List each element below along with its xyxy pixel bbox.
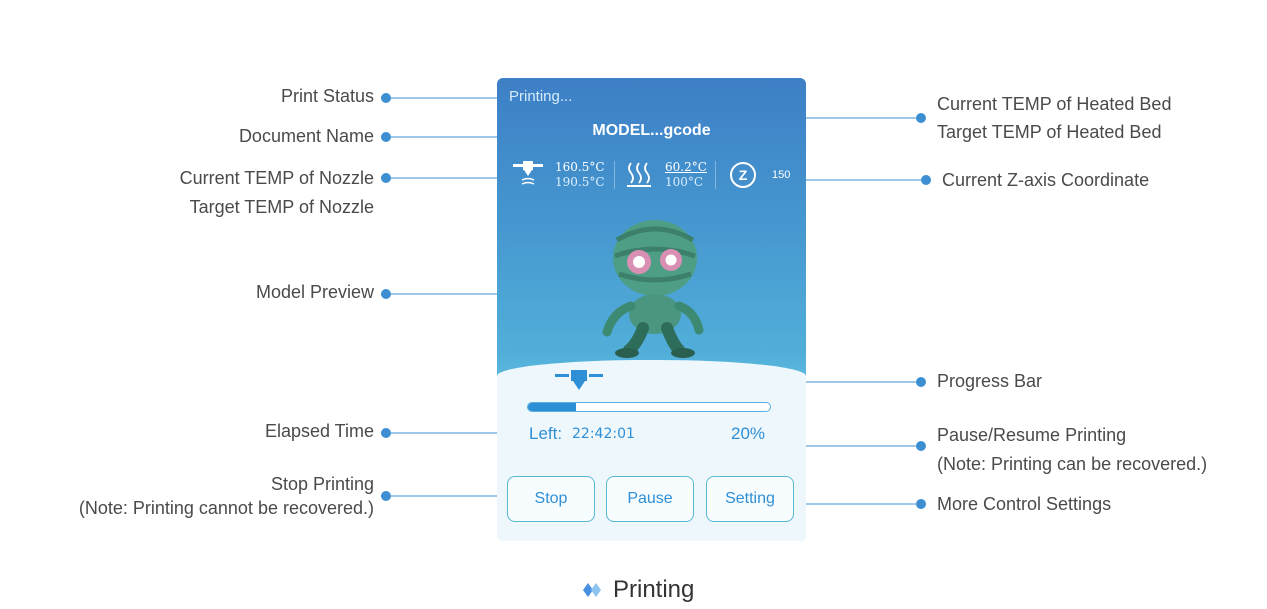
label-more-settings: More Control Settings [937, 494, 1112, 514]
nozzle-temps: 160.5°C 190.5°C [555, 160, 605, 190]
setting-button[interactable]: Setting [706, 476, 794, 522]
label-document-name: Document Name [238, 126, 374, 146]
time-left-value: 22:42:01 [572, 426, 635, 442]
label-bed-target: Target TEMP of Heated Bed [937, 122, 1162, 142]
heated-bed-icon [627, 162, 651, 187]
z-axis-icon: Z [730, 162, 756, 188]
label-bed-current: Current TEMP of Heated Bed [937, 94, 1172, 114]
label-stop-note: (Note: Printing cannot be recovered.) [78, 498, 374, 518]
divider [715, 161, 716, 189]
nozzle-target-temp: 190.5°C [555, 175, 605, 189]
label-stop-printing: Stop Printing [270, 474, 374, 494]
control-panel: Left: 22:42:01 20% Stop Pause Setting [497, 360, 806, 541]
label-print-status: Print Status [280, 86, 374, 106]
label-pause-note: (Note: Printing can be recovered.) [937, 454, 1208, 474]
bed-current-temp: 60.2°C [665, 160, 707, 174]
figure-caption: Printing [613, 576, 695, 603]
document-name: MODEL...gcode [592, 122, 711, 139]
label-z-axis: Current Z-axis Coordinate [942, 170, 1150, 190]
label-model-preview: Model Preview [255, 282, 374, 302]
printer-screen: Printing... MODEL...gcode 160.5°C 190.5°… [497, 78, 806, 541]
progress-fill [528, 403, 577, 411]
label-elapsed-time: Elapsed Time [264, 421, 374, 441]
nozzle-icon [513, 161, 543, 185]
model-preview-image [602, 220, 704, 358]
print-status: Printing... [509, 88, 573, 105]
z-axis-value: 150 [772, 169, 791, 181]
stop-button[interactable]: Stop [507, 476, 595, 522]
progress-nozzle-icon [555, 370, 603, 390]
label-progress-bar: Progress Bar [937, 371, 1043, 391]
bed-target-temp: 100°C [665, 175, 704, 189]
temperature-row: 160.5°C 190.5°C 60.2°C 100°C Z 150 [497, 158, 806, 194]
progress-percent: 20% [731, 424, 766, 443]
bed-temps: 60.2°C 100°C [665, 160, 707, 190]
diamond-icon [583, 583, 601, 597]
divider [614, 161, 615, 189]
svg-text:Z: Z [739, 167, 748, 183]
time-left-label: Left: [529, 424, 563, 443]
label-nozzle-target: Target TEMP of Nozzle [189, 197, 374, 217]
label-pause-resume: Pause/Resume Printing [937, 425, 1127, 445]
label-nozzle-current: Current TEMP of Nozzle [179, 168, 374, 188]
nozzle-current-temp: 160.5°C [555, 160, 605, 174]
progress-bar [527, 402, 771, 412]
pause-button[interactable]: Pause [606, 476, 694, 522]
